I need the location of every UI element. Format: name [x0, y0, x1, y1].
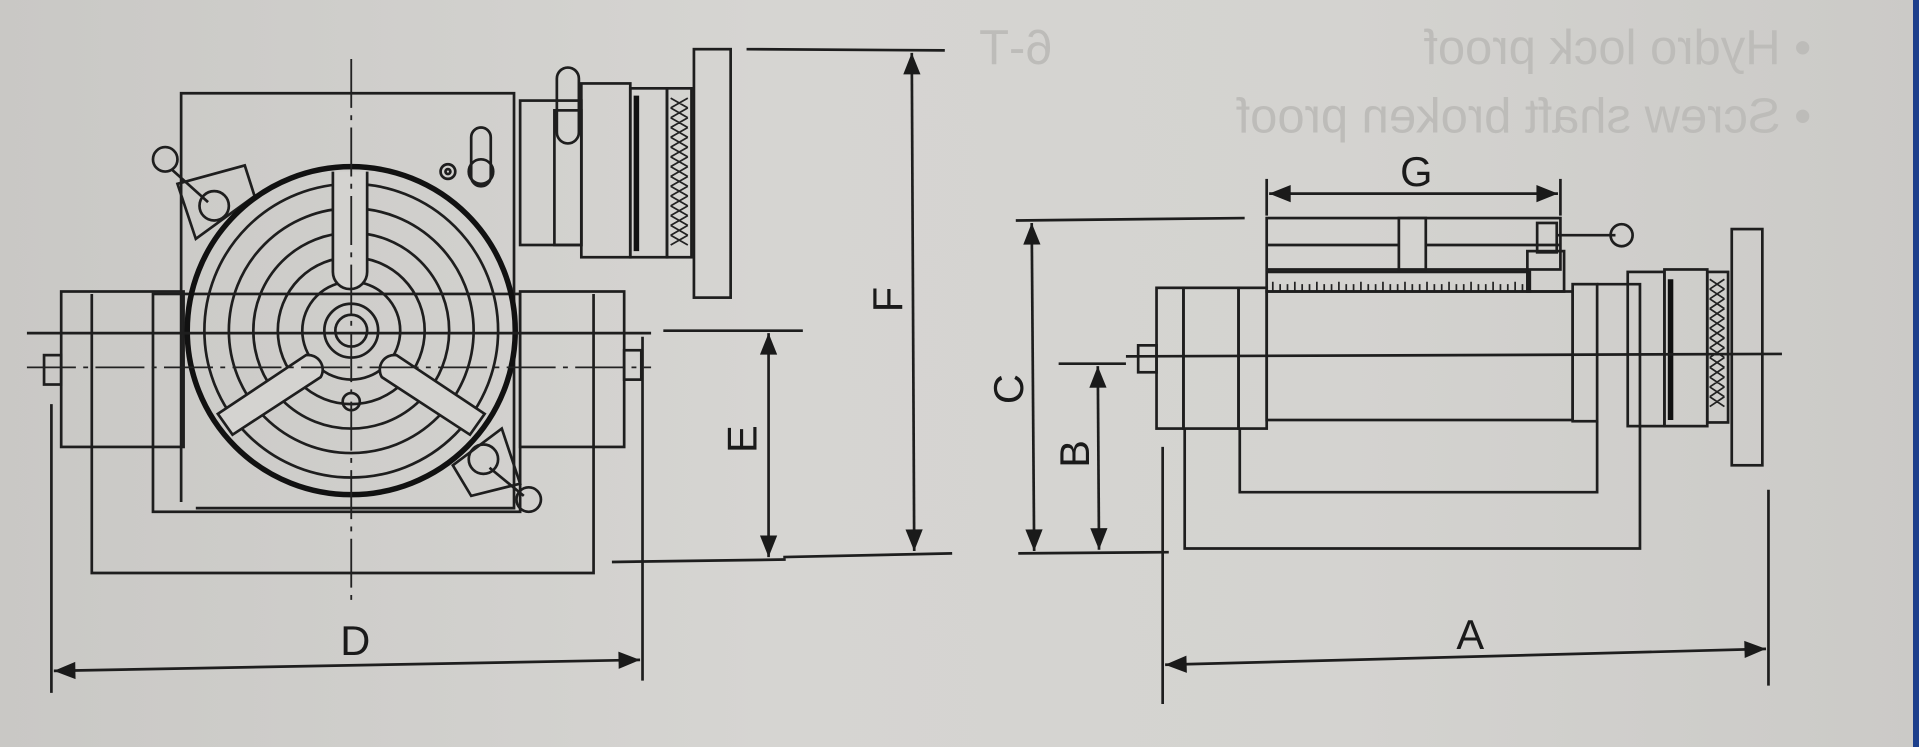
bleed-through-text: • Hydro lock proof • Screw shaft broken … — [979, 21, 1811, 144]
label-a: A — [1456, 611, 1484, 658]
label-f: F — [864, 287, 911, 312]
dimension-g: G — [1265, 148, 1562, 216]
dimension-d: D — [50, 336, 644, 693]
label-d: D — [340, 617, 370, 664]
dimension-c: C — [985, 216, 1245, 555]
dimension-e: E — [611, 329, 803, 564]
rotary-table-top-view — [26, 47, 732, 607]
label-c: C — [985, 374, 1032, 404]
label-g: G — [1400, 148, 1432, 195]
bleed-through-line-2: • Screw shaft broken proof — [1236, 89, 1811, 143]
dimension-b: B — [1051, 362, 1126, 550]
page-edge — [1913, 0, 1919, 747]
bleed-through-line-1: • Hydro lock proof — [1424, 21, 1811, 75]
label-b: B — [1051, 440, 1098, 468]
dimension-f: F — [746, 47, 953, 559]
bleed-through-fragment: 6-T — [979, 21, 1052, 75]
rotary-table-side-view — [1125, 216, 1782, 550]
dimension-a: A — [1161, 446, 1770, 704]
label-e: E — [718, 425, 765, 453]
